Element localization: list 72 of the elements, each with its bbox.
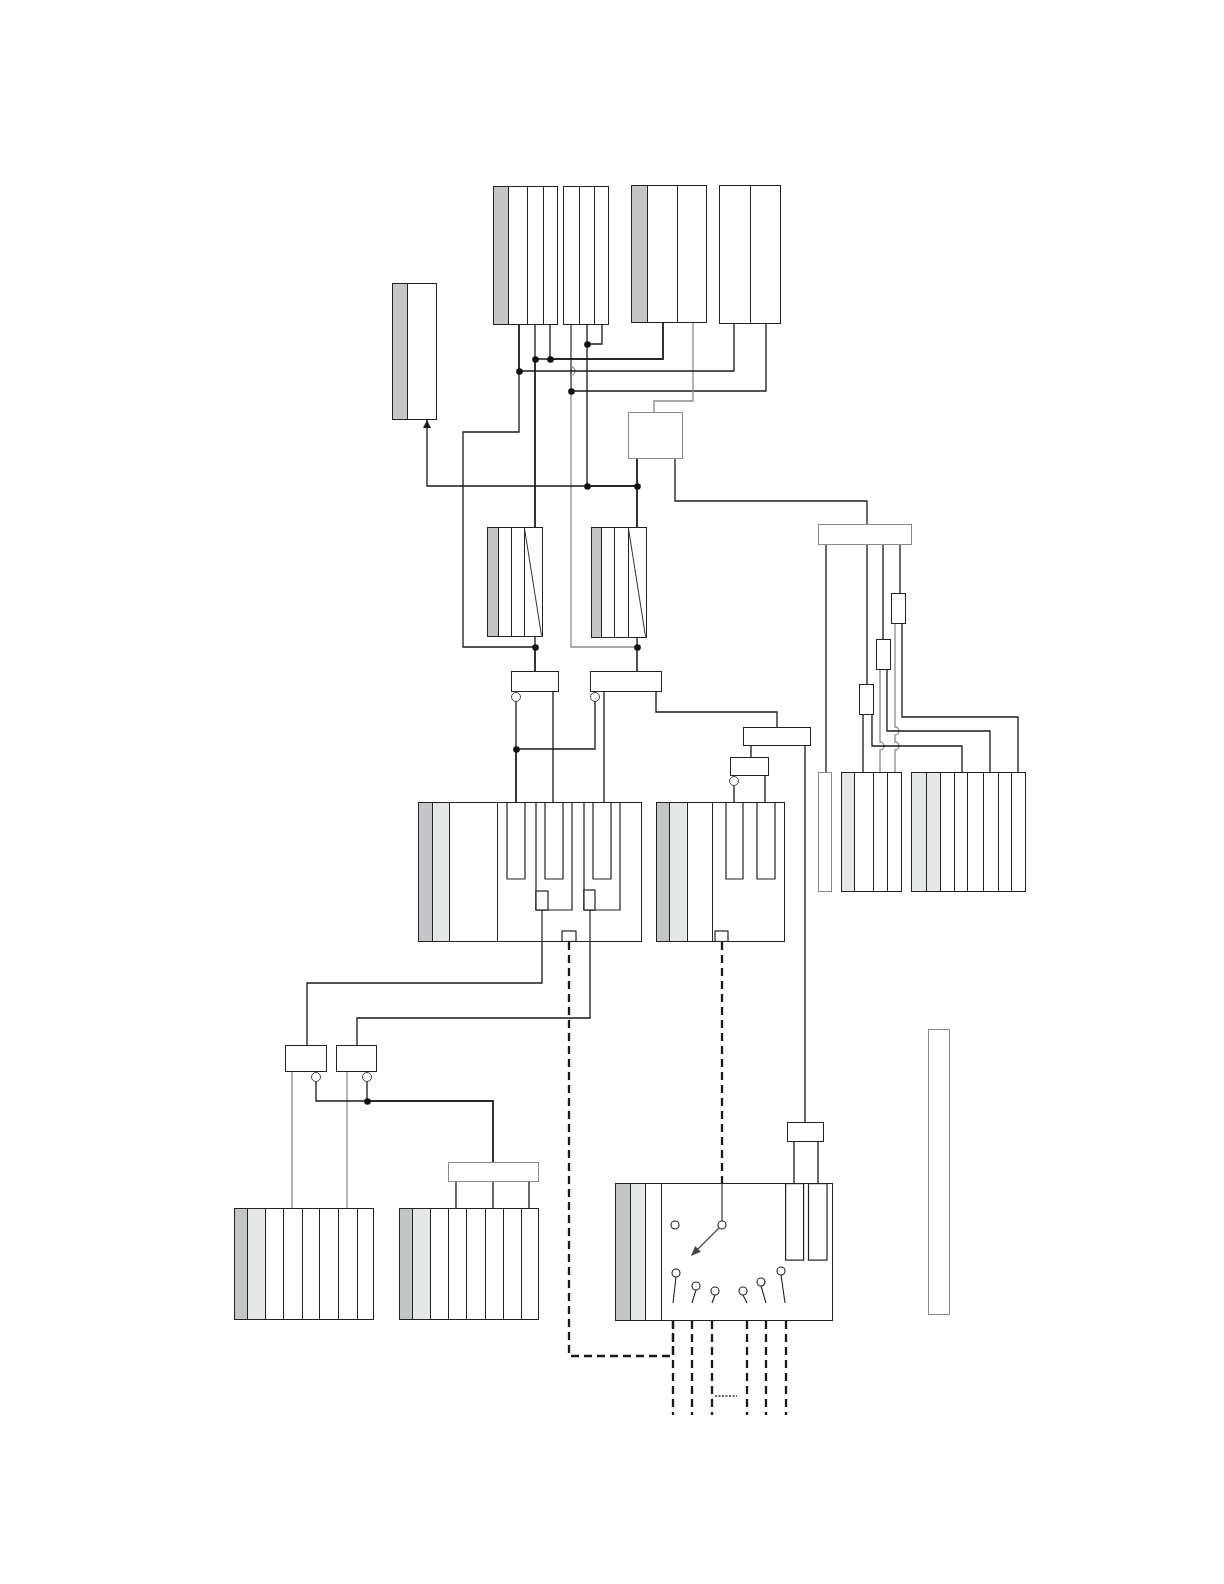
connector-line — [552, 691, 554, 803]
connector-line — [549, 322, 664, 360]
connector-line — [528, 1181, 530, 1209]
connector-line — [492, 1181, 494, 1209]
block-box — [818, 524, 912, 545]
dashed-connector — [671, 1321, 675, 1415]
connector-line — [534, 636, 536, 672]
connector-line — [653, 322, 694, 413]
block-box — [743, 727, 811, 746]
block-box — [628, 412, 683, 459]
module-rack — [392, 283, 437, 420]
connector-line — [894, 623, 900, 773]
dashed-connector — [745, 1321, 749, 1415]
connector-line — [862, 714, 864, 773]
connector-line — [636, 458, 638, 528]
block-box — [448, 1162, 539, 1182]
dashed-connector — [567, 942, 675, 1358]
module-rack — [563, 186, 609, 325]
connector-line — [866, 544, 868, 685]
block-box — [511, 671, 559, 692]
module-rack — [841, 772, 902, 892]
narrow-panel — [928, 1029, 950, 1315]
module-rack — [719, 185, 781, 324]
connector-line — [346, 1071, 348, 1209]
connector-line — [901, 623, 1019, 773]
connector-line — [793, 1141, 795, 1184]
narrow-panel — [818, 772, 832, 892]
connector-line — [899, 544, 901, 594]
resistor-symbol — [876, 639, 891, 670]
module-rack — [399, 1208, 539, 1320]
connector-line — [306, 941, 543, 1046]
block-box — [730, 757, 769, 776]
connector-line — [750, 745, 752, 758]
connector-line — [804, 745, 806, 1123]
resistor-symbol — [891, 593, 906, 624]
connector-line — [729, 775, 739, 803]
module-rack — [418, 802, 642, 942]
connector-line — [518, 323, 735, 372]
connector-line — [515, 691, 600, 803]
connector-line — [764, 775, 766, 803]
connector-line — [817, 1141, 819, 1184]
connector-line — [362, 1071, 494, 1163]
block-box — [590, 671, 662, 692]
dashed-connector — [690, 1321, 694, 1415]
module-rack — [615, 1183, 833, 1321]
module-rack — [493, 186, 558, 325]
connector-line — [825, 544, 827, 773]
connector-line — [871, 714, 963, 773]
connector-line — [655, 691, 778, 728]
module-rack — [656, 802, 785, 942]
dashed-connector — [710, 1321, 714, 1415]
block-box — [787, 1122, 824, 1142]
resistor-symbol — [859, 684, 874, 715]
module-rack — [487, 527, 543, 637]
module-rack — [631, 185, 707, 323]
connector-line — [882, 544, 884, 640]
module-rack — [234, 1208, 374, 1320]
connector-line — [356, 941, 591, 1046]
module-rack — [911, 772, 1026, 892]
connector-line — [455, 1181, 457, 1209]
dashed-connector — [784, 1321, 788, 1415]
connector-line — [603, 691, 605, 803]
connector-line — [674, 458, 868, 525]
module-rack — [591, 527, 647, 638]
connector-line — [879, 669, 885, 773]
block-box — [336, 1045, 377, 1072]
block-box — [285, 1045, 327, 1072]
connector-line — [291, 1071, 293, 1209]
dashed-connector — [720, 942, 724, 1183]
connector-line — [886, 669, 991, 773]
dashed-connector — [764, 1321, 768, 1415]
connector-line — [636, 637, 638, 672]
